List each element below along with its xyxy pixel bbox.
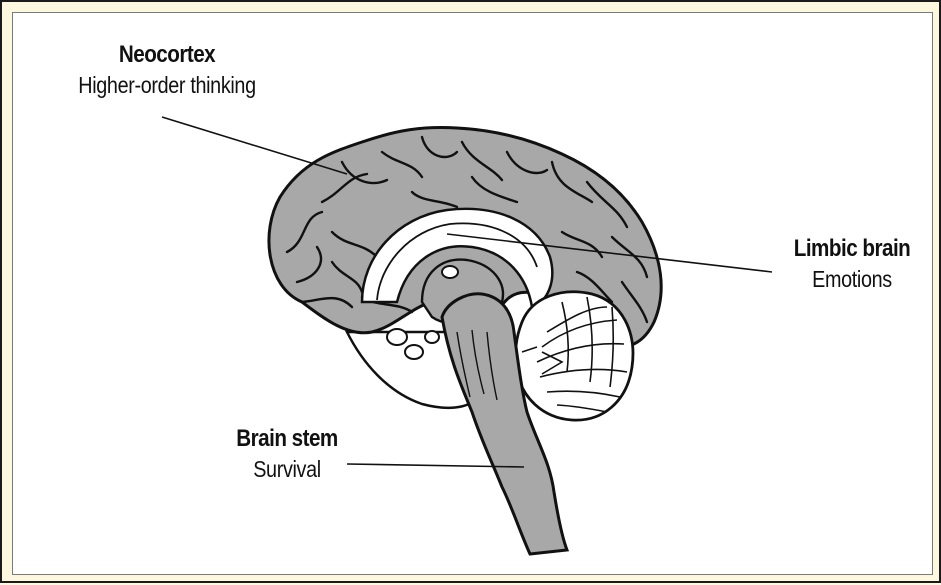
limbic-label: Limbic brain Emotions bbox=[772, 234, 932, 294]
neocortex-leader-line bbox=[162, 117, 347, 174]
brain-stem-label: Brain stem Survival bbox=[212, 424, 362, 484]
cerebellum bbox=[516, 292, 633, 420]
neocortex-label: Neocortex Higher-order thinking bbox=[42, 40, 292, 100]
brain-stem-title: Brain stem bbox=[223, 424, 352, 454]
neocortex-title: Neocortex bbox=[60, 40, 275, 70]
brain-stem-subtitle: Survival bbox=[223, 454, 352, 484]
pineal-spot bbox=[442, 266, 458, 278]
limbic-subtitle: Emotions bbox=[783, 264, 921, 294]
neocortex-subtitle: Higher-order thinking bbox=[60, 70, 275, 100]
limbic-title: Limbic brain bbox=[783, 234, 921, 264]
